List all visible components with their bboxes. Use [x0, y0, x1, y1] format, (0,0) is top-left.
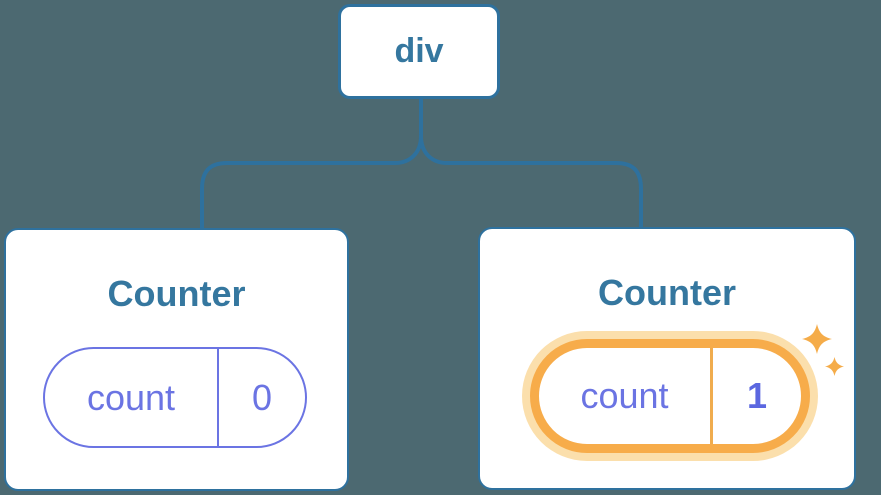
state-key: count	[86, 376, 176, 418]
state-key: count	[580, 375, 669, 416]
root-node-div: div	[338, 4, 500, 99]
connector-right-branch	[419, 134, 643, 231]
component-title: Counter	[598, 272, 736, 313]
sparkle-icon	[802, 324, 832, 354]
state-pill: count 0	[43, 347, 307, 448]
connector-left-branch	[200, 134, 423, 232]
state-value: 1	[710, 348, 801, 444]
state-pill-highlighted: count 1	[530, 339, 810, 453]
component-title: Counter	[107, 273, 246, 314]
state-value: 0	[217, 349, 305, 446]
counter-card-left: Counter count 0	[4, 228, 349, 491]
sparkle-icon	[825, 357, 844, 376]
counter-card-right: Counter count 1	[478, 227, 856, 490]
root-node-label: div	[394, 32, 444, 70]
